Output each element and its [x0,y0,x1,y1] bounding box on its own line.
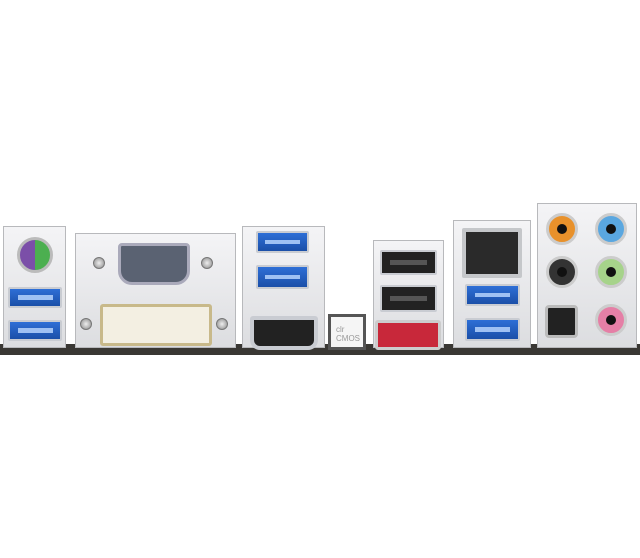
usb3-port[interactable] [256,231,309,253]
audio-jack-pink[interactable] [595,304,627,336]
clr-cmos-label-2: CMOS [336,334,360,343]
audio-jack-black[interactable] [546,256,578,288]
usb3-port[interactable] [465,318,520,341]
usb3-port[interactable] [8,287,62,308]
ps2-port[interactable] [17,237,53,273]
hdmi-port[interactable] [250,316,318,350]
esata-port[interactable] [375,320,441,350]
usb3-port[interactable] [465,284,520,306]
screw-icon [93,257,105,269]
audio-jack-green[interactable] [595,256,627,288]
screw-icon [201,257,213,269]
screw-icon [80,318,92,330]
optical-spdif-port[interactable] [545,305,578,338]
screw-icon [216,318,228,330]
audio-jack-blue[interactable] [595,213,627,245]
vga-port[interactable] [118,243,190,285]
usb3-port[interactable] [256,265,309,289]
usb3-port[interactable] [8,320,62,341]
clr-cmos-label-1: clr [336,325,345,334]
io-panel-base [0,344,640,355]
rj45-lan-port[interactable] [462,228,522,278]
usb2-port[interactable] [380,285,437,312]
dvi-port[interactable] [100,304,212,346]
audio-jack-orange[interactable] [546,213,578,245]
clr-cmos-button[interactable]: clr CMOS [328,314,366,350]
usb2-port[interactable] [380,250,437,275]
